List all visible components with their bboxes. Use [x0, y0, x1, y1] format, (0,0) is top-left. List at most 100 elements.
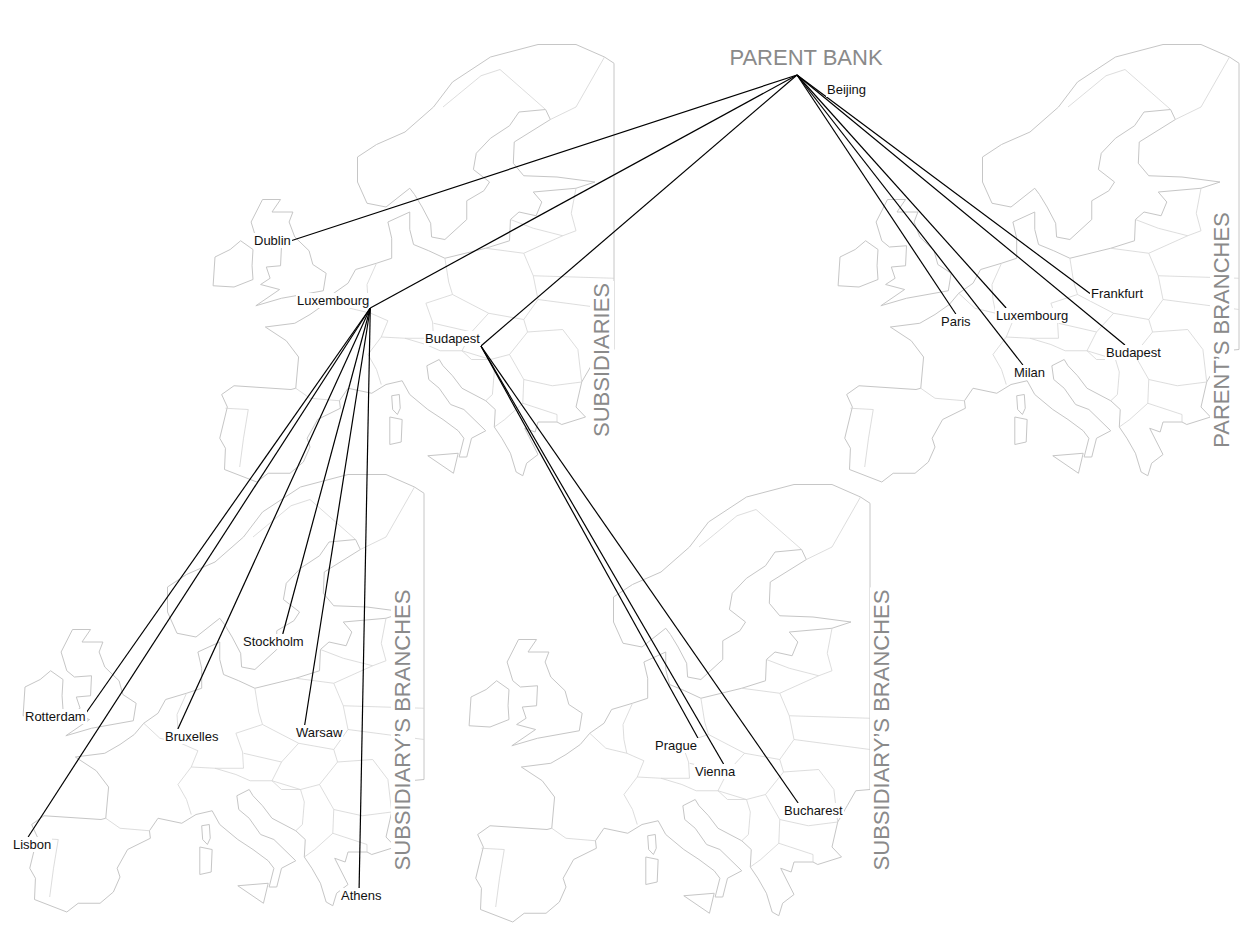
country-border — [1068, 70, 1125, 108]
country-border — [550, 57, 604, 120]
connector — [797, 75, 1125, 345]
city-node: Beijing — [797, 75, 867, 97]
connector — [28, 308, 370, 837]
country-border — [333, 833, 367, 852]
coastline — [1053, 453, 1083, 473]
city-label: Prague — [654, 738, 698, 753]
section-title: SUBSIDIARY’S BRANCHES — [870, 588, 894, 873]
city-node: Bucharest — [783, 803, 844, 818]
city-label: Stockholm — [242, 634, 305, 649]
country-border — [750, 820, 779, 868]
connector — [481, 75, 797, 346]
city-label: Bucharest — [783, 803, 844, 818]
connector — [370, 75, 797, 308]
city-label: Bruxelles — [164, 729, 219, 744]
city-node: Vienna — [694, 764, 736, 779]
city-node: Bruxelles — [164, 729, 219, 744]
country-border — [500, 70, 546, 110]
connector — [481, 346, 798, 803]
country-border — [253, 500, 310, 538]
country-border — [296, 678, 348, 749]
country-border — [1111, 248, 1163, 319]
city-label: Rotterdam — [24, 709, 87, 724]
city-node: Paris — [940, 314, 972, 329]
country-border — [992, 263, 1002, 313]
coastline — [30, 475, 424, 913]
coastline — [390, 417, 402, 445]
city-label: Vienna — [694, 764, 736, 779]
country-border — [533, 276, 614, 279]
city-label: Paris — [940, 314, 972, 329]
connector — [797, 75, 956, 314]
coastline — [838, 241, 878, 287]
coastline — [469, 681, 509, 727]
country-border — [1006, 258, 1077, 338]
city-label: Beijing — [826, 82, 867, 97]
coastline — [648, 835, 657, 855]
city-node: Rotterdam — [24, 709, 87, 724]
connector — [87, 308, 371, 712]
city-label: Athens — [340, 888, 382, 903]
country-border — [523, 403, 557, 422]
country-border — [789, 716, 870, 719]
coastline — [684, 893, 714, 913]
country-border — [794, 740, 870, 750]
country-border — [320, 760, 392, 816]
coastline — [220, 45, 614, 483]
europe-outline — [469, 485, 870, 923]
country-border — [106, 818, 150, 831]
city-label: Frankfurt — [1090, 286, 1144, 301]
coastline — [507, 640, 582, 746]
country-border — [850, 408, 873, 467]
country-border — [1135, 188, 1201, 236]
section-title: PARENT’S BRANCHES — [1210, 210, 1234, 450]
coastline — [428, 453, 458, 473]
city-label: Dublin — [253, 233, 292, 248]
country-border — [780, 676, 819, 694]
country-border — [1059, 323, 1097, 332]
country-border — [524, 236, 563, 254]
city-node: Budapest — [424, 331, 481, 346]
europe-outline — [213, 45, 614, 483]
coastline — [202, 825, 211, 845]
city-node: Milan — [1013, 365, 1046, 380]
city-node: Dublin — [253, 233, 292, 248]
country-border — [756, 510, 802, 550]
connector — [797, 75, 1090, 294]
coastline — [213, 241, 253, 287]
connector — [359, 308, 370, 888]
coastline — [200, 847, 212, 875]
coastline — [251, 200, 326, 306]
country-border — [779, 843, 813, 862]
country-border — [1119, 380, 1148, 428]
country-border — [921, 388, 965, 401]
country-border — [590, 733, 644, 824]
country-border — [481, 848, 504, 907]
city-node: Budapest — [1105, 345, 1162, 360]
coastline — [476, 485, 870, 923]
coastline — [845, 45, 1239, 483]
country-border — [1148, 403, 1182, 422]
country-border — [661, 753, 784, 799]
city-label: Budapest — [424, 331, 481, 346]
coastline — [646, 857, 658, 885]
country-border — [215, 743, 338, 789]
country-border — [453, 295, 489, 314]
coastline — [1015, 417, 1027, 445]
country-border — [742, 688, 794, 759]
city-label: Budapest — [1105, 345, 1162, 360]
coastline — [238, 883, 268, 903]
city-node: Athens — [340, 888, 382, 903]
europe-outline — [23, 475, 424, 913]
country-border — [510, 330, 582, 386]
city-node: Lisbon — [12, 837, 52, 852]
city-label: Lisbon — [12, 837, 52, 852]
country-border — [263, 725, 299, 744]
city-label: Luxembourg — [296, 293, 370, 308]
country-border — [405, 313, 528, 359]
country-border — [806, 497, 860, 560]
section-title: SUBSIDIARY’S BRANCHES — [391, 588, 415, 873]
